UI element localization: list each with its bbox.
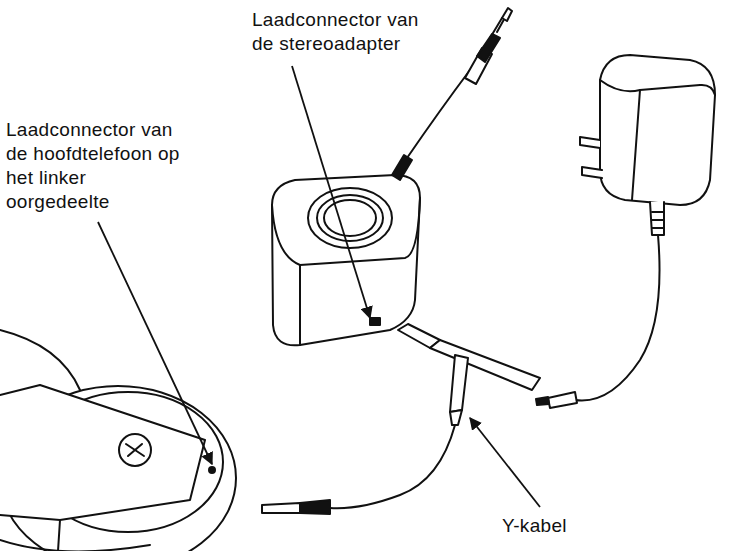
leader-line <box>292 66 370 318</box>
y-cable <box>262 324 540 514</box>
stereo-adapter <box>272 8 512 345</box>
power-adapter <box>536 55 715 408</box>
leader-line <box>98 222 212 464</box>
callout-label: Laadconnector van de stereoadapter <box>252 8 424 56</box>
callout-label: Laadconnector van de hoofdtelefoon op he… <box>6 118 192 214</box>
callout-label: Y-kabel <box>502 514 622 538</box>
leader-line <box>470 418 540 507</box>
